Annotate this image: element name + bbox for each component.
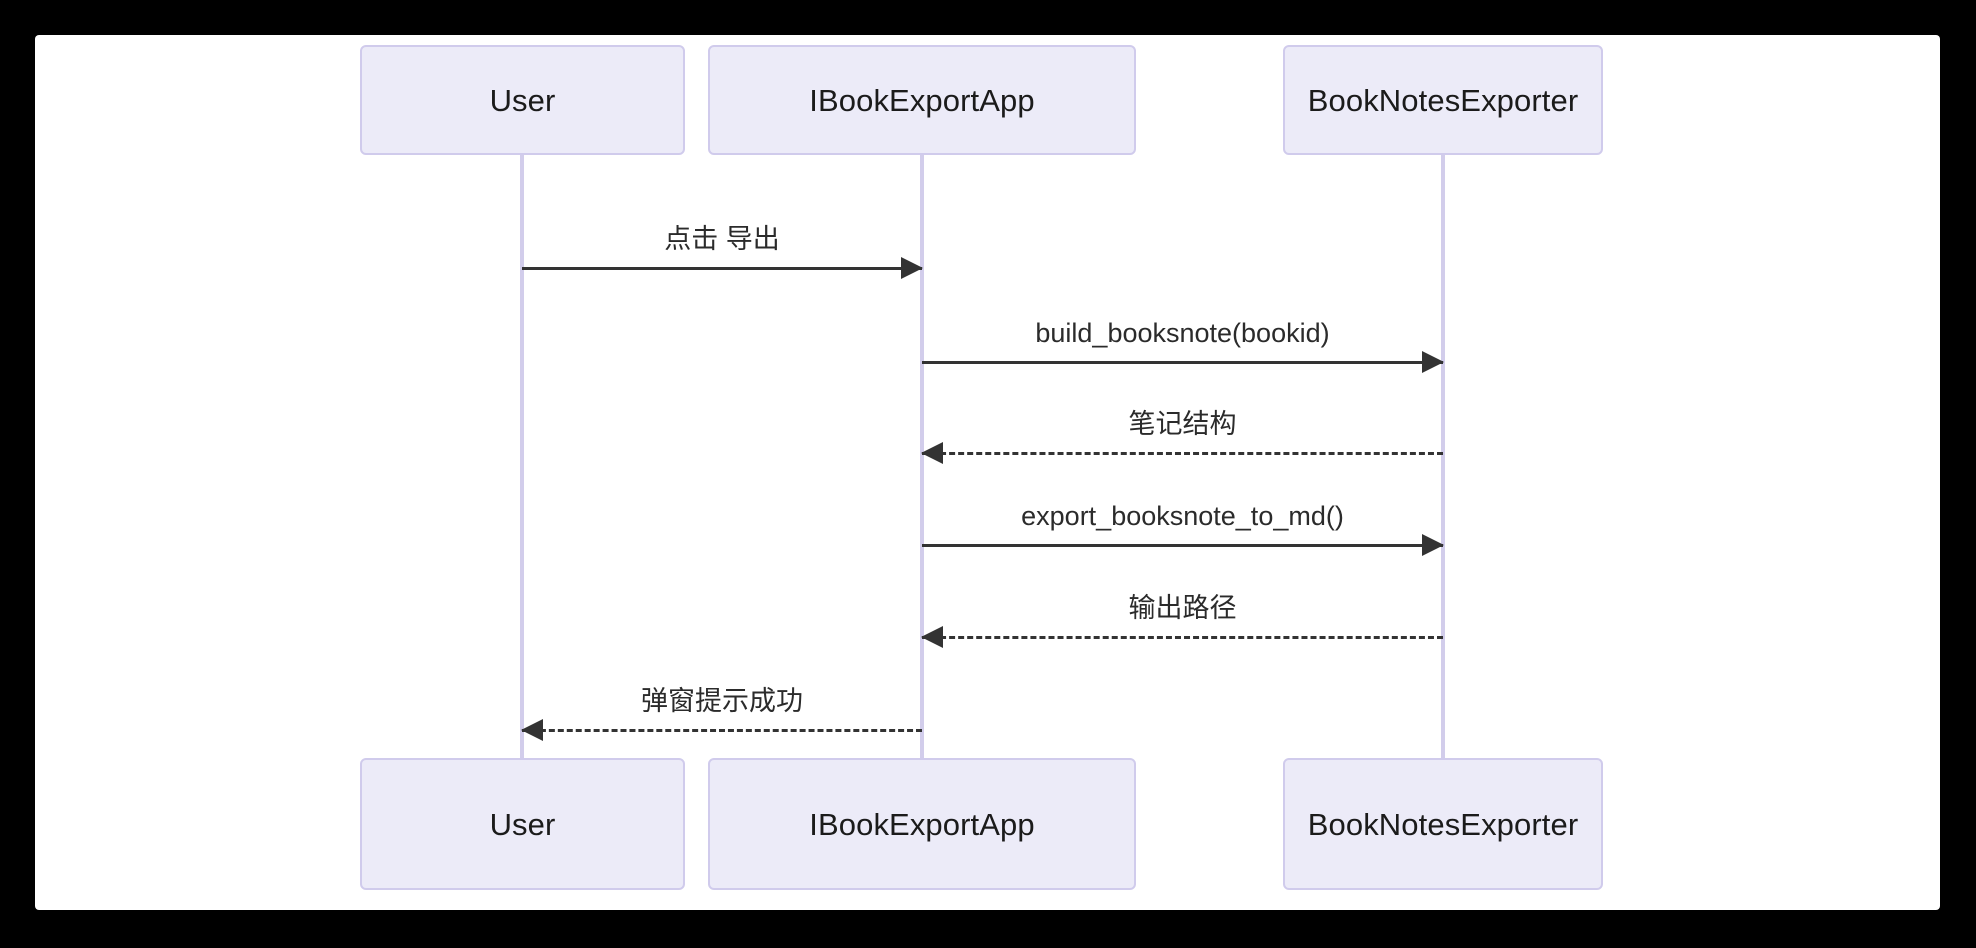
message-2-arrowhead-right-icon (1422, 351, 1444, 373)
participant-label-user-bottom: User (489, 806, 556, 842)
message-2-line (922, 361, 1443, 364)
participant-label-ibookexportapp-top: IBookExportApp (809, 82, 1035, 118)
message-3-line (922, 452, 1443, 455)
participant-box-user-bottom[interactable]: User (360, 758, 685, 890)
message-5-line (922, 636, 1443, 639)
message-3-label: 笔记结构 (1128, 408, 1237, 439)
message-6-line (522, 729, 922, 732)
participant-label-ibookexportapp-bottom: IBookExportApp (809, 806, 1035, 842)
message-4-arrowhead-right-icon (1422, 534, 1444, 556)
participant-label-booknotesexporter-top: BookNotesExporter (1307, 82, 1579, 118)
message-6-label: 弹窗提示成功 (641, 685, 803, 716)
participant-label-booknotesexporter-bottom: BookNotesExporter (1307, 806, 1579, 842)
lifeline-booknotesexporter (1441, 145, 1445, 760)
participant-box-ibookexportapp-top[interactable]: IBookExportApp (708, 45, 1136, 155)
message-3-arrowhead-left-icon (921, 442, 943, 464)
message-4-line (922, 544, 1443, 547)
message-5-label: 输出路径 (1128, 592, 1237, 623)
message-4-label: export_booksnote_to_md() (1021, 500, 1344, 531)
sequence-diagram-canvas: User IBookExportApp BookNotesExporter 点击… (35, 35, 1940, 910)
message-2-label: build_booksnote(bookid) (1035, 317, 1330, 348)
message-1-arrowhead-right-icon (901, 257, 923, 279)
participant-label-user-top: User (489, 82, 556, 118)
message-1-line (522, 267, 922, 270)
lifeline-user (520, 145, 524, 760)
participant-box-ibookexportapp-bottom[interactable]: IBookExportApp (708, 758, 1136, 890)
participant-box-booknotesexporter-top[interactable]: BookNotesExporter (1283, 45, 1603, 155)
participant-box-user-top[interactable]: User (360, 45, 685, 155)
message-6-arrowhead-left-icon (521, 719, 543, 741)
message-5-arrowhead-left-icon (921, 626, 943, 648)
message-1-label: 点击 导出 (664, 223, 780, 254)
participant-box-booknotesexporter-bottom[interactable]: BookNotesExporter (1283, 758, 1603, 890)
